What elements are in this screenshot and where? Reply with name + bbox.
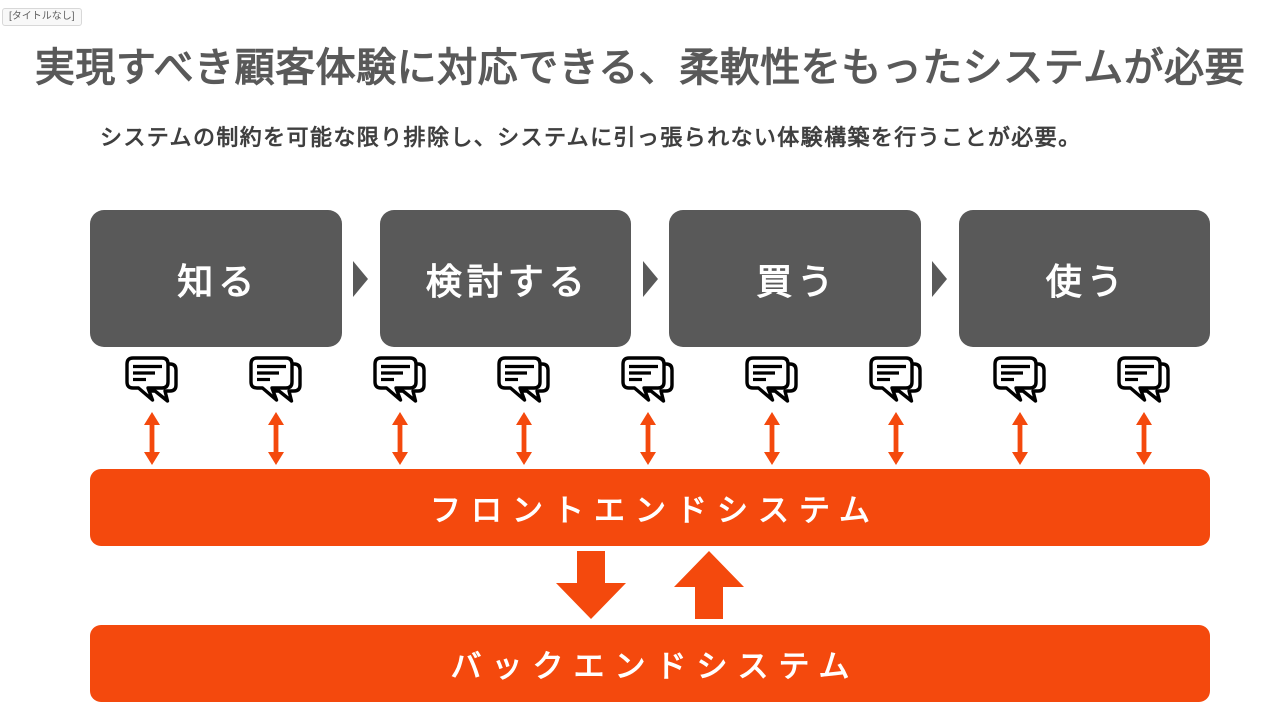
up-down-arrow-icon — [888, 412, 904, 465]
up-down-arrow-icon — [392, 412, 408, 465]
right-triangle-arrow-icon — [642, 260, 658, 297]
up-down-arrow-icon — [640, 412, 656, 465]
stage-box-buy: 買う — [669, 210, 921, 347]
touchpoint — [372, 356, 428, 465]
system-exchange-arrows — [90, 551, 1210, 619]
slide-title: 実現すべき顧客体験に対応できる、柔軟性をもったシステムが必要 — [34, 46, 1246, 90]
up-down-arrow-icon — [1136, 412, 1152, 465]
chat-bubbles-icon — [621, 356, 674, 403]
right-triangle-arrow-icon — [353, 260, 368, 297]
slide-subtitle: システムの制約を可能な限り排除し、システムに引っ張られない体験構築を行うことが必… — [100, 125, 1082, 150]
touchpoint — [124, 356, 180, 465]
down-block-arrow-icon — [556, 551, 626, 619]
chat-bubbles-icon — [497, 356, 550, 403]
touchpoint — [868, 356, 924, 465]
up-down-arrow-icon — [1012, 412, 1028, 465]
stage-separator — [342, 210, 380, 347]
customer-journey-row: 知る 検討する 買う 使う — [90, 210, 1210, 347]
stage-separator — [631, 210, 669, 347]
right-triangle-arrow-icon — [932, 260, 947, 297]
frontend-system-bar: フロントエンドシステム — [90, 469, 1210, 546]
touchpoint — [620, 356, 676, 465]
up-down-arrow-icon — [268, 412, 284, 465]
untitled-file-badge: [タイトルなし] — [2, 8, 82, 26]
chat-bubbles-icon — [373, 356, 426, 403]
chat-bubbles-icon — [869, 356, 922, 403]
stage-box-consider: 検討する — [379, 210, 631, 347]
backend-system-bar: バックエンドシステム — [90, 625, 1210, 702]
up-down-arrow-icon — [144, 412, 160, 465]
up-block-arrow-icon — [674, 551, 744, 619]
touchpoint — [992, 356, 1048, 465]
touchpoint — [1116, 356, 1172, 465]
chat-bubbles-icon — [249, 356, 302, 403]
chat-bubbles-icon — [1117, 356, 1170, 403]
stage-box-use: 使う — [958, 210, 1210, 347]
up-down-arrow-icon — [764, 412, 780, 465]
touchpoint — [744, 356, 800, 465]
touchpoint — [496, 356, 552, 465]
chat-bubbles-icon — [125, 356, 178, 403]
stage-separator — [921, 210, 959, 347]
up-down-arrow-icon — [516, 412, 532, 465]
touchpoints-row — [90, 356, 1210, 465]
chat-bubbles-icon — [745, 356, 798, 403]
diagram-content: 知る 検討する 買う 使う — [90, 210, 1210, 702]
touchpoint — [248, 356, 304, 465]
chat-bubbles-icon — [993, 356, 1046, 403]
stage-box-know: 知る — [90, 210, 342, 347]
